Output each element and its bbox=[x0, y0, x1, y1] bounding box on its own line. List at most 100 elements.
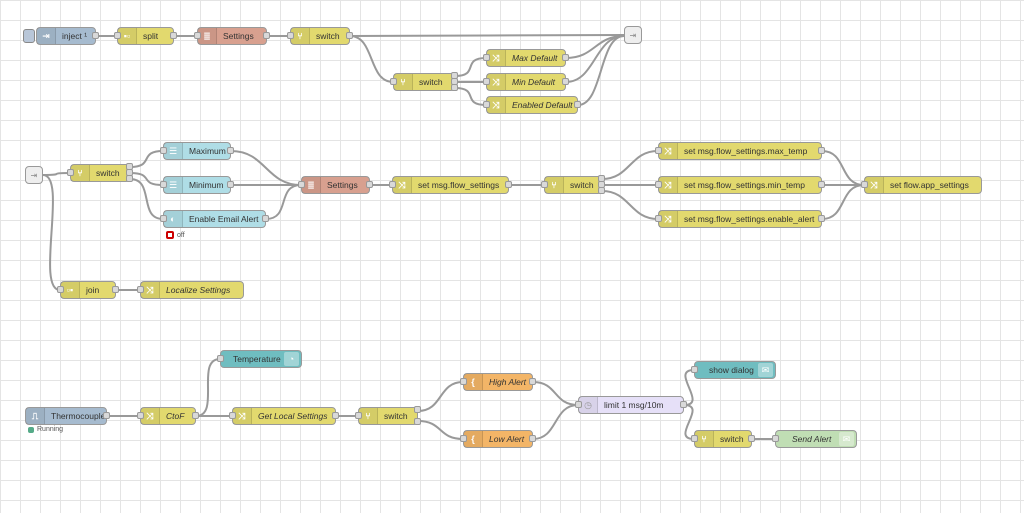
node-minimum[interactable]: ☰ Minimum bbox=[160, 176, 234, 194]
input-port[interactable] bbox=[655, 215, 662, 222]
node-join[interactable]: ▫▪ join bbox=[57, 281, 119, 299]
output-port[interactable] bbox=[170, 32, 177, 39]
node-set-flow-settings[interactable]: ⤨ set msg.flow_settings bbox=[389, 176, 512, 194]
input-port[interactable] bbox=[114, 32, 121, 39]
node-send-alert[interactable]: Send Alert ✉ bbox=[772, 430, 857, 448]
output-port-3[interactable] bbox=[598, 187, 605, 194]
output-port[interactable] bbox=[227, 181, 234, 188]
output-port[interactable] bbox=[818, 215, 825, 222]
output-port[interactable] bbox=[818, 181, 825, 188]
output-port[interactable] bbox=[192, 412, 199, 419]
input-port[interactable] bbox=[541, 181, 548, 188]
wire[interactable] bbox=[532, 381, 579, 406]
input-port[interactable] bbox=[390, 78, 397, 85]
link-out-junction[interactable]: ⇥ bbox=[624, 26, 642, 44]
output-port[interactable] bbox=[227, 147, 234, 154]
node-min-default[interactable]: ⤨ Min Default bbox=[483, 73, 569, 91]
wire[interactable] bbox=[349, 34, 625, 37]
input-port[interactable] bbox=[287, 32, 294, 39]
wire[interactable] bbox=[349, 35, 394, 83]
node-enable-email-alert[interactable]: ◐ Enable Email Alert bbox=[160, 210, 269, 228]
input-port[interactable] bbox=[137, 412, 144, 419]
input-port[interactable] bbox=[483, 54, 490, 61]
node-settings-2[interactable]: ≣ Settings bbox=[298, 176, 373, 194]
wire[interactable] bbox=[532, 404, 579, 440]
node-set-enable-alert[interactable]: ⤨ set msg.flow_settings.enable_alert bbox=[655, 210, 825, 228]
link-in-junction[interactable]: ⇥ bbox=[25, 166, 43, 184]
input-port[interactable] bbox=[194, 32, 201, 39]
node-switch-3[interactable]: ⑂ switch bbox=[67, 163, 133, 182]
output-port[interactable] bbox=[748, 435, 755, 442]
output-port[interactable] bbox=[505, 181, 512, 188]
node-set-max-temp[interactable]: ⤨ set msg.flow_settings.max_temp bbox=[655, 142, 825, 160]
output-port[interactable] bbox=[366, 181, 373, 188]
output-port[interactable] bbox=[92, 32, 99, 39]
node-inject[interactable]: ⇥ inject ¹ bbox=[23, 27, 99, 45]
input-port[interactable] bbox=[483, 78, 490, 85]
wire[interactable] bbox=[129, 150, 164, 168]
wire[interactable] bbox=[577, 35, 625, 106]
input-port[interactable] bbox=[160, 147, 167, 154]
wire[interactable] bbox=[683, 404, 695, 440]
input-port[interactable] bbox=[298, 181, 305, 188]
wire[interactable] bbox=[265, 184, 302, 220]
output-port[interactable] bbox=[562, 78, 569, 85]
node-switch-5[interactable]: ⑂ switch bbox=[355, 406, 421, 425]
node-enabled-default[interactable]: ⤨ Enabled Default bbox=[483, 96, 581, 114]
input-port[interactable] bbox=[57, 286, 64, 293]
node-max-default[interactable]: ⤨ Max Default bbox=[483, 49, 569, 67]
wire[interactable] bbox=[821, 150, 865, 186]
input-port[interactable] bbox=[389, 181, 396, 188]
wire[interactable] bbox=[129, 172, 164, 186]
input-port[interactable] bbox=[160, 181, 167, 188]
input-port[interactable] bbox=[691, 366, 698, 373]
input-port[interactable] bbox=[67, 169, 74, 176]
node-switch-6[interactable]: ⑂ switch bbox=[691, 430, 755, 448]
output-port[interactable] bbox=[112, 286, 119, 293]
output-port-1[interactable] bbox=[414, 406, 421, 413]
node-split[interactable]: ▪▫ split bbox=[114, 27, 177, 45]
output-port[interactable] bbox=[263, 32, 270, 39]
node-ctof[interactable]: ⤨ CtoF bbox=[137, 407, 199, 425]
node-switch-4[interactable]: ⑂ switch bbox=[541, 175, 605, 194]
wire[interactable] bbox=[42, 174, 61, 291]
output-port[interactable] bbox=[562, 54, 569, 61]
output-port-2[interactable] bbox=[414, 418, 421, 425]
input-port[interactable] bbox=[160, 215, 167, 222]
output-port[interactable] bbox=[262, 215, 269, 222]
wire[interactable] bbox=[195, 358, 221, 417]
inject-button[interactable] bbox=[23, 29, 35, 43]
input-port[interactable] bbox=[772, 435, 779, 442]
wire[interactable] bbox=[565, 35, 625, 83]
input-port[interactable] bbox=[229, 412, 236, 419]
node-set-min-temp[interactable]: ⤨ set msg.flow_settings.min_temp bbox=[655, 176, 825, 194]
node-switch-2[interactable]: ⑂ switch bbox=[390, 72, 458, 91]
input-port[interactable] bbox=[575, 401, 582, 408]
node-get-local-settings[interactable]: ⤨ Get Local Settings bbox=[229, 407, 339, 425]
node-show-dialog[interactable]: show dialog ✉ bbox=[691, 361, 776, 379]
node-high-alert[interactable]: { High Alert bbox=[460, 373, 536, 391]
input-port[interactable] bbox=[691, 435, 698, 442]
wire[interactable] bbox=[821, 184, 865, 220]
output-port[interactable] bbox=[680, 401, 687, 408]
output-port[interactable] bbox=[529, 378, 536, 385]
output-port[interactable] bbox=[346, 32, 353, 39]
wire[interactable] bbox=[454, 87, 487, 106]
output-port[interactable] bbox=[529, 435, 536, 442]
input-port[interactable] bbox=[483, 101, 490, 108]
input-port[interactable] bbox=[217, 355, 224, 362]
input-port[interactable] bbox=[137, 286, 144, 293]
input-port[interactable] bbox=[655, 147, 662, 154]
node-localize-settings[interactable]: ⤨ Localize Settings bbox=[137, 281, 244, 299]
node-thermocouple[interactable]: ⎍ Thermocouple bbox=[25, 407, 110, 425]
wire[interactable] bbox=[454, 57, 487, 77]
output-port[interactable] bbox=[332, 412, 339, 419]
node-settings-template[interactable]: ≣ Settings bbox=[194, 27, 270, 45]
output-port[interactable] bbox=[574, 101, 581, 108]
node-switch-1[interactable]: ⑂ switch bbox=[287, 27, 353, 45]
output-port[interactable] bbox=[103, 412, 110, 419]
wire[interactable] bbox=[417, 381, 464, 412]
node-limit[interactable]: ◷ limit 1 msg/10m bbox=[575, 396, 687, 414]
node-set-app-settings[interactable]: ⤨ set flow.app_settings bbox=[861, 176, 982, 194]
